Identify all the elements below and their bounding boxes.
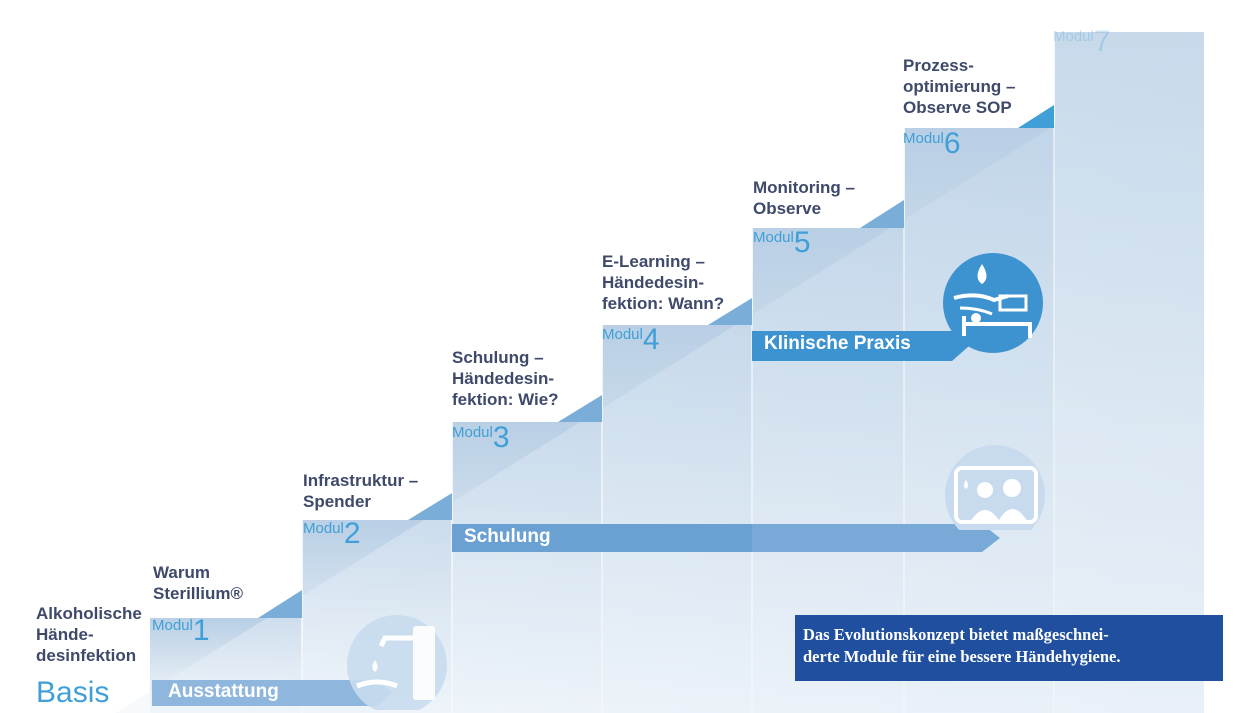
step-5-title-line: Observe <box>753 199 822 218</box>
step-4-title-line: fektion: Wann? <box>602 294 725 313</box>
modul-number: 2 <box>343 517 361 550</box>
step-3-title-line: fektion: Wie? <box>452 390 559 409</box>
ausstattung-banner: Ausstattung <box>168 681 279 702</box>
modul-4-label: Modul4 <box>602 323 660 356</box>
step-1-title-line: Sterillium® <box>153 584 243 603</box>
step-0-title-line: Alkoholische <box>36 604 142 623</box>
ausstattung-arrow <box>152 680 392 706</box>
modul-6-label: Modul6 <box>903 127 961 160</box>
step-6-title: Prozess- optimierung – Observe SOP <box>903 55 1015 118</box>
step-2-title-line: Infrastruktur – <box>303 471 419 490</box>
modul-number: 7 <box>1093 25 1111 58</box>
caption-line: Das Evolutionskonzept bietet maßgeschnei… <box>803 625 1109 644</box>
modul-word: Modul <box>903 130 944 147</box>
schulung-banner: Schulung <box>464 526 551 547</box>
modul-word: Modul <box>1053 28 1094 45</box>
step-6-title-line: optimierung – <box>903 77 1016 96</box>
basis-label: Basis <box>36 676 110 709</box>
step-4-title-line: Händedesin- <box>602 273 705 292</box>
modul-7-label: Modul7 <box>1053 25 1111 58</box>
klinische-praxis-banner: Klinische Praxis <box>764 333 911 354</box>
step-3-title: Schulung – Händedesin- fektion: Wie? <box>452 347 559 410</box>
caption-box: Das Evolutionskonzept bietet maßgeschnei… <box>795 615 1223 681</box>
modul-word: Modul <box>452 424 493 441</box>
modul-number: 6 <box>943 127 961 160</box>
klinische-praxis-arrow <box>752 331 969 361</box>
step-6-title-line: Observe SOP <box>903 98 1012 117</box>
step-3-title-line: Händedesin- <box>452 369 555 388</box>
step-3-title-line: Schulung – <box>452 348 544 367</box>
step-2-title-line: Spender <box>303 492 372 511</box>
modul-word: Modul <box>152 617 193 634</box>
modul-number: 4 <box>642 323 660 356</box>
schulung-arrow <box>452 524 1000 552</box>
step-5-title: Monitoring – Observe <box>753 177 855 219</box>
modul-number: 1 <box>192 614 210 647</box>
modul-number: 5 <box>793 226 811 259</box>
step-5-title-line: Monitoring – <box>753 178 855 197</box>
step-0-title-line: desinfektion <box>36 646 137 665</box>
modul-3-label: Modul3 <box>452 421 510 454</box>
modul-5-label: Modul5 <box>753 226 811 259</box>
modul-word: Modul <box>303 520 344 537</box>
step-1-title: Warum Sterillium® <box>153 562 243 604</box>
modul-1-label: Modul1 <box>152 614 210 647</box>
modul-word: Modul <box>753 229 794 246</box>
step-1-title-line: Warum <box>153 563 210 582</box>
caption-line: derte Module für eine bessere Händehygie… <box>803 647 1121 666</box>
hand-hygiene-bed-icon <box>943 253 1043 353</box>
dispenser-icon <box>347 615 447 710</box>
training-screen-icon <box>945 445 1045 530</box>
step-6-title-line: Prozess- <box>903 56 974 75</box>
modul-number: 3 <box>492 421 510 454</box>
step-0-title: Alkoholische Hände- desinfektion <box>36 603 142 666</box>
modul-word: Modul <box>602 326 643 343</box>
modul-2-label: Modul2 <box>303 517 361 550</box>
step-4-title: E-Learning – Händedesin- fektion: Wann? <box>602 251 724 314</box>
step-4-title-line: E-Learning – <box>602 252 705 271</box>
step-2-title: Infrastruktur – Spender <box>303 470 418 512</box>
step-0-title-line: Hände- <box>36 625 94 644</box>
